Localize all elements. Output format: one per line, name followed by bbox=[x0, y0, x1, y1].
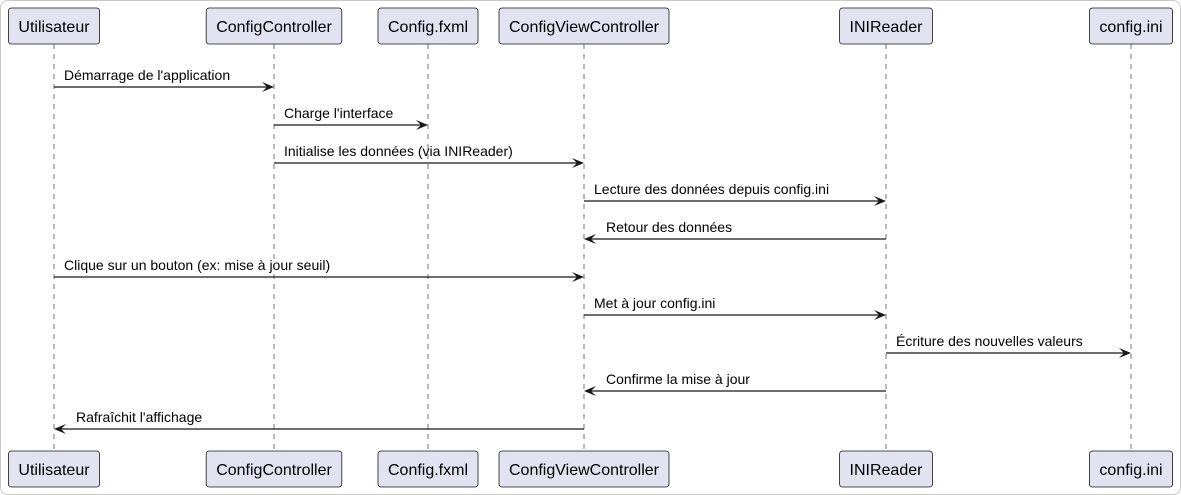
message-arrowhead bbox=[54, 424, 66, 434]
participant-box bbox=[1089, 450, 1173, 488]
participant-label: Config.fxml bbox=[388, 462, 468, 479]
message-label: Retour des données bbox=[606, 219, 732, 235]
participant-box bbox=[839, 450, 933, 488]
participant-label: ConfigViewController bbox=[509, 19, 660, 36]
participant-box bbox=[205, 450, 343, 488]
participant-label: Utilisateur bbox=[18, 19, 90, 36]
participant-configini-bottom: config.ini bbox=[1089, 450, 1173, 488]
message-label: Démarrage de l'application bbox=[64, 67, 230, 83]
participant-configcontroller-bottom: ConfigController bbox=[205, 450, 343, 488]
message-arrowhead bbox=[262, 82, 274, 92]
message-label: Initialise les données (via INIReader) bbox=[284, 143, 513, 159]
message-label: Charge l'interface bbox=[284, 105, 394, 121]
participant-box bbox=[498, 7, 670, 45]
participant-label: Utilisateur bbox=[18, 462, 90, 479]
message-arrowhead bbox=[874, 196, 886, 206]
message-label: Clique sur un bouton (ex: mise à jour se… bbox=[64, 257, 330, 273]
participant-label: config.ini bbox=[1099, 19, 1162, 36]
message-8: Écriture des nouvelles valeurs bbox=[886, 333, 1131, 358]
lifelines bbox=[53, 44, 1132, 451]
participant-label: INIReader bbox=[850, 19, 924, 36]
participant-inireader-top: INIReader bbox=[839, 7, 933, 45]
participant-box bbox=[377, 450, 479, 488]
participant-configfxml-bottom: Config.fxml bbox=[377, 450, 479, 488]
participant-label: Config.fxml bbox=[388, 19, 468, 36]
message-6: Clique sur un bouton (ex: mise à jour se… bbox=[54, 257, 584, 282]
participant-box bbox=[498, 450, 670, 488]
message-3: Initialise les données (via INIReader) bbox=[274, 143, 584, 168]
participant-configini-top: config.ini bbox=[1089, 7, 1173, 45]
message-arrowhead bbox=[572, 272, 584, 282]
participant-label: ConfigController bbox=[216, 462, 332, 479]
message-4: Lecture des données depuis config.ini bbox=[584, 181, 886, 206]
participant-label: config.ini bbox=[1099, 462, 1162, 479]
participant-box bbox=[1089, 7, 1173, 45]
message-9: Confirme la mise à jour bbox=[584, 371, 886, 396]
participant-box bbox=[8, 7, 100, 45]
participants-bottom: Utilisateur ConfigController Config.fxml Co… bbox=[8, 450, 1173, 488]
message-label: Lecture des données depuis config.ini bbox=[594, 181, 829, 197]
participant-label: INIReader bbox=[850, 462, 924, 479]
participant-configcontroller-top: ConfigController bbox=[205, 7, 343, 45]
message-label: Met à jour config.ini bbox=[594, 295, 715, 311]
message-arrowhead bbox=[1119, 348, 1131, 358]
participant-utilisateur-top: Utilisateur bbox=[8, 7, 100, 45]
participant-configfxml-top: Config.fxml bbox=[377, 7, 479, 45]
message-5: Retour des données bbox=[584, 219, 886, 244]
participant-utilisateur-bottom: Utilisateur bbox=[8, 450, 100, 488]
participant-configviewcontroller-bottom: ConfigViewController bbox=[498, 450, 670, 488]
participant-box bbox=[377, 7, 479, 45]
participant-box bbox=[205, 7, 343, 45]
message-arrowhead bbox=[584, 386, 596, 396]
message-7: Met à jour config.ini bbox=[584, 295, 886, 320]
participant-label: ConfigController bbox=[216, 19, 332, 36]
participant-configviewcontroller-top: ConfigViewController bbox=[498, 7, 670, 45]
message-arrowhead bbox=[874, 310, 886, 320]
message-arrowhead bbox=[572, 158, 584, 168]
message-10: Rafraîchit l'affichage bbox=[54, 409, 584, 434]
message-1: Démarrage de l'application bbox=[54, 67, 274, 92]
participant-box bbox=[8, 450, 100, 488]
message-arrowhead bbox=[416, 120, 428, 130]
participant-inireader-bottom: INIReader bbox=[839, 450, 933, 488]
message-arrowhead bbox=[584, 234, 596, 244]
participant-box bbox=[839, 7, 933, 45]
participant-label: ConfigViewController bbox=[509, 462, 660, 479]
message-label: Rafraîchit l'affichage bbox=[76, 409, 202, 425]
participants-top: Utilisateur ConfigController Config.fxml Co… bbox=[8, 7, 1173, 45]
message-label: Écriture des nouvelles valeurs bbox=[896, 333, 1083, 349]
message-label: Confirme la mise à jour bbox=[606, 371, 750, 387]
message-2: Charge l'interface bbox=[274, 105, 428, 130]
